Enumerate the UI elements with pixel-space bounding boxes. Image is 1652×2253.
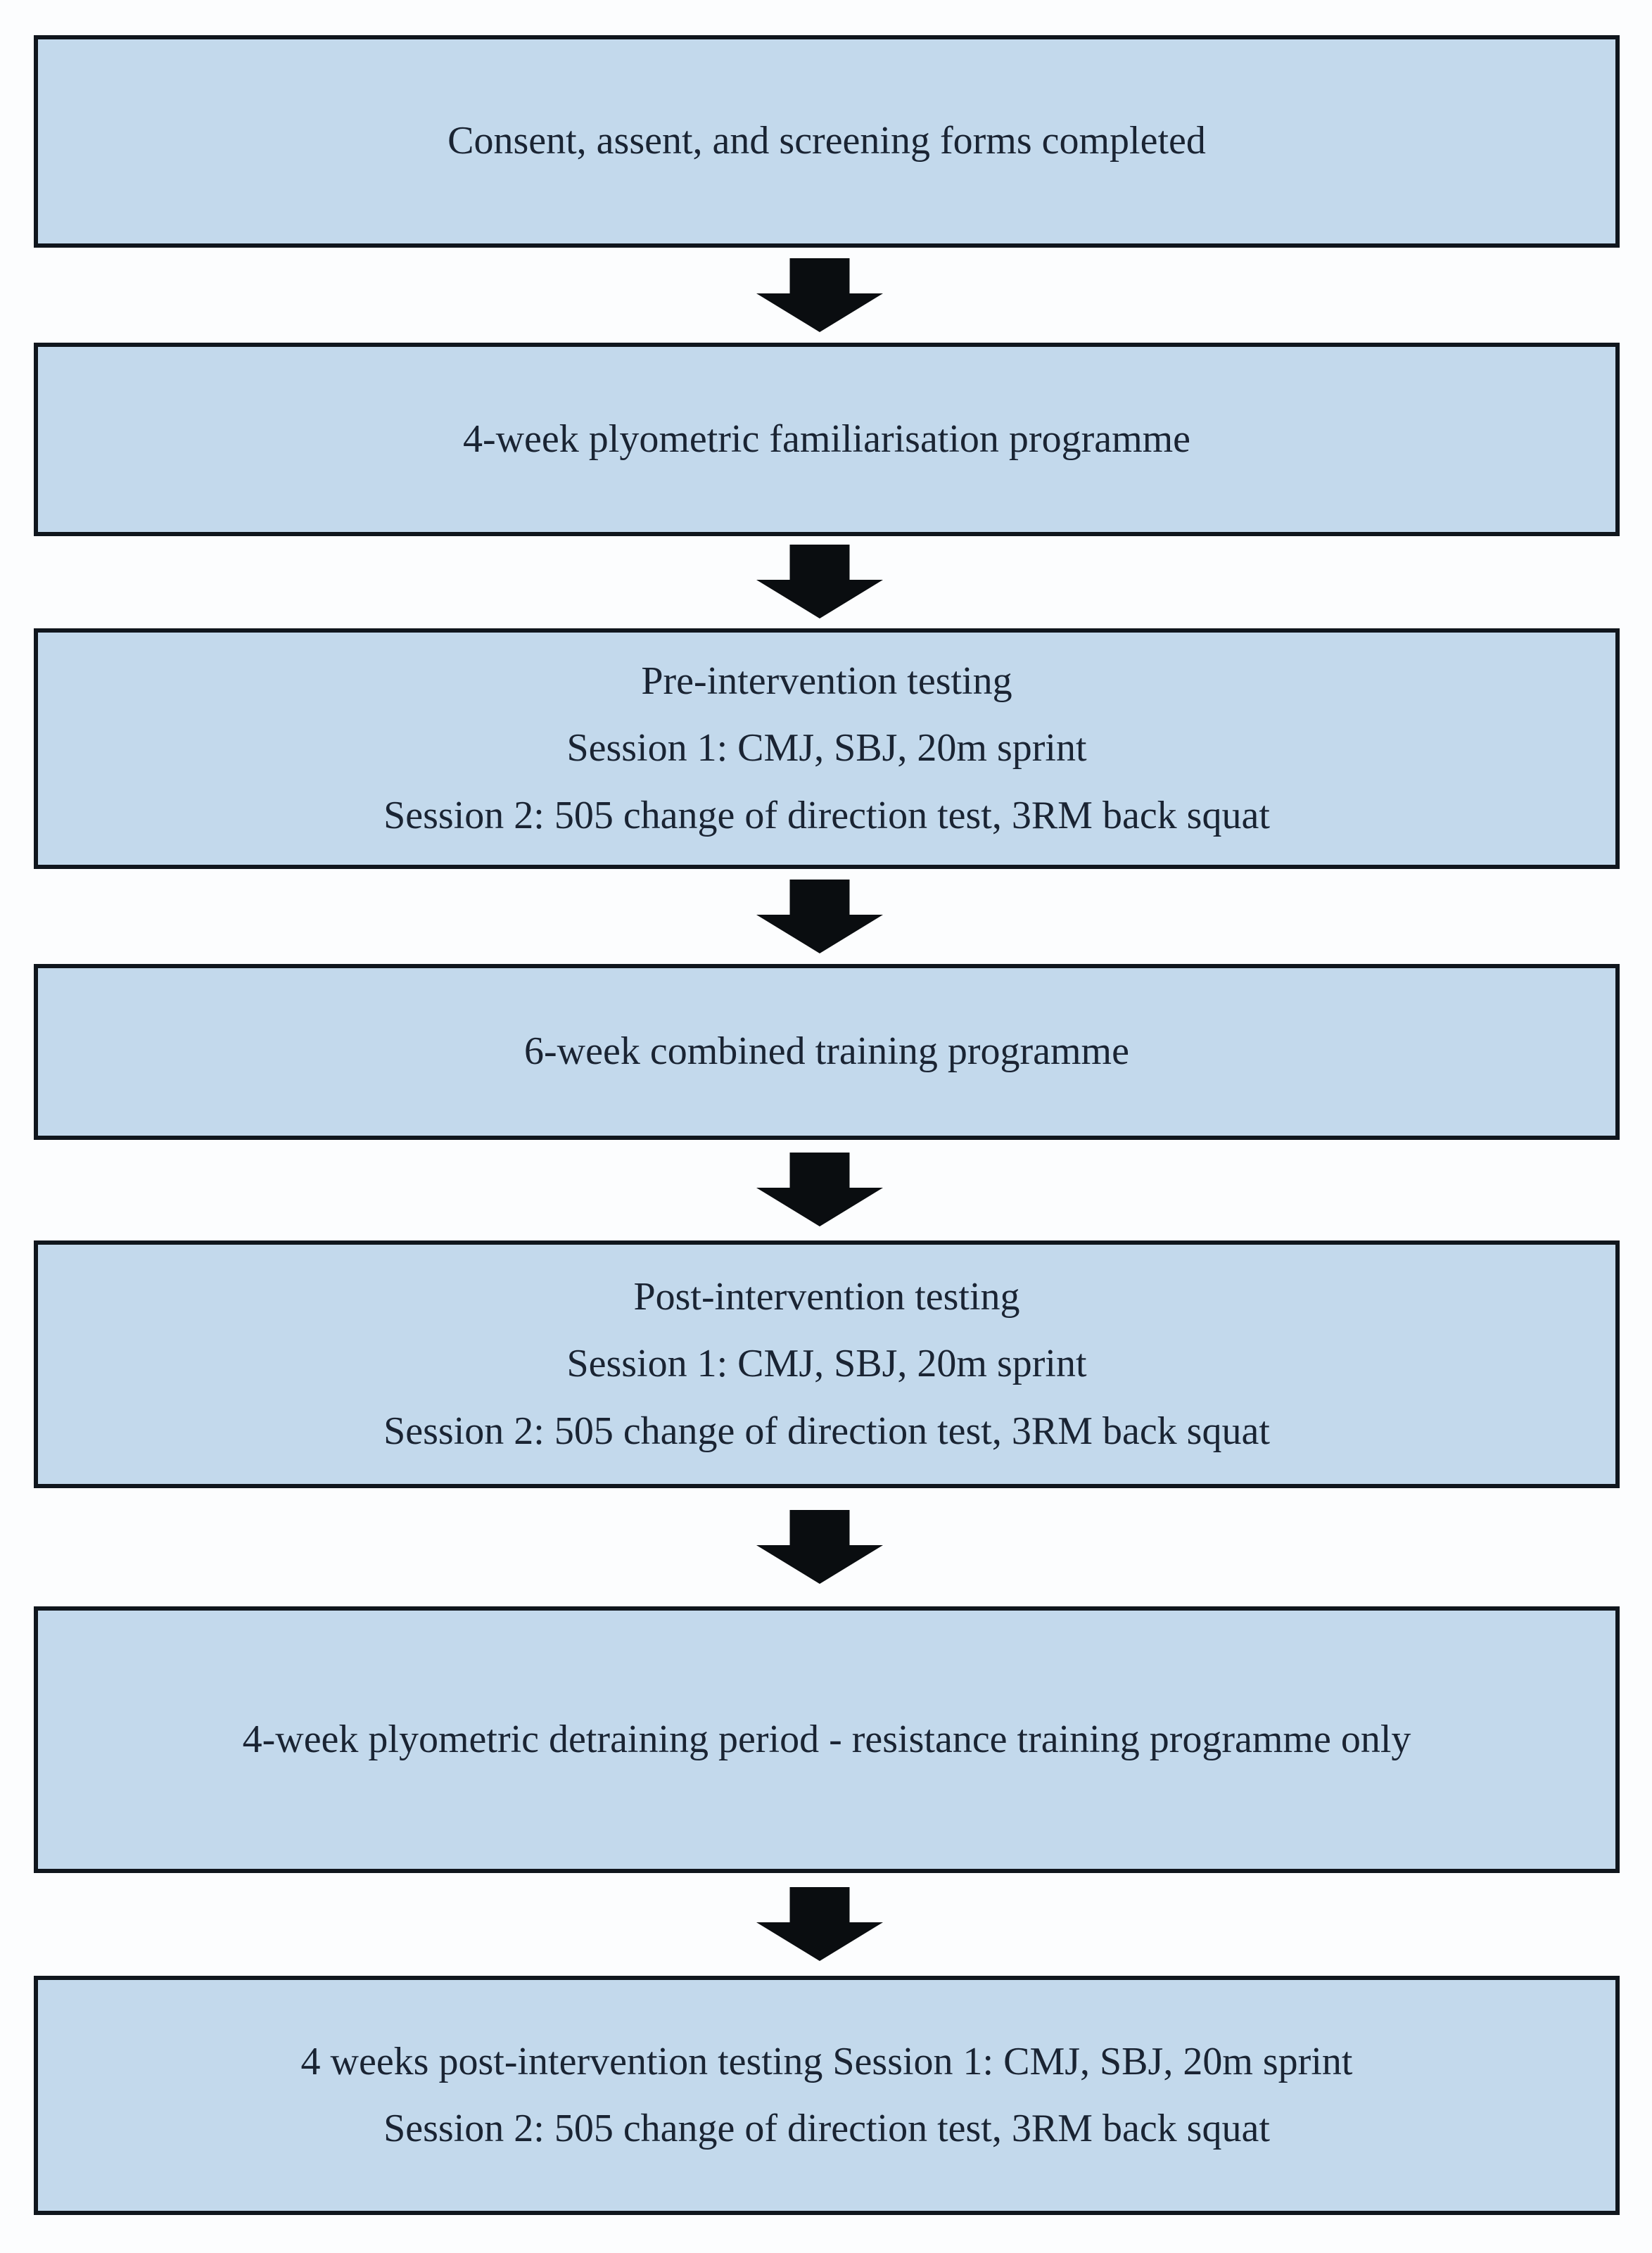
down-arrow-icon	[756, 1887, 883, 1961]
flow-step-label: Consent, assent, and screening forms com…	[447, 119, 1206, 163]
flow-step-label: Pre-intervention testing	[641, 659, 1012, 704]
flow-step-detraining: 4-week plyometric detraining period - re…	[34, 1606, 1620, 1873]
flow-step-four-weeks-post-intervention-testing: 4 weeks post-intervention testing Sessio…	[34, 1976, 1620, 2215]
flow-step-label: 6-week combined training programme	[524, 1029, 1129, 1074]
flow-step-consent: Consent, assent, and screening forms com…	[34, 35, 1620, 248]
flow-step-familiarisation: 4-week plyometric familiarisation progra…	[34, 343, 1620, 536]
flow-step-label: 4-week plyometric detraining period - re…	[242, 1717, 1411, 1761]
flow-step-label: Session 1: CMJ, SBJ, 20m sprint	[566, 1342, 1087, 1386]
down-arrow-icon	[756, 1153, 883, 1226]
flow-step-label: Session 2: 505 change of direction test,…	[383, 793, 1270, 837]
flow-step-label: Session 1: CMJ, SBJ, 20m sprint	[566, 726, 1087, 770]
down-arrow-icon	[756, 545, 883, 618]
down-arrow-icon	[756, 258, 883, 332]
flow-step-label: 4-week plyometric familiarisation progra…	[462, 417, 1191, 461]
flow-step-label: Session 2: 505 change of direction test,…	[383, 1409, 1270, 1453]
flow-step-label: 4 weeks post-intervention testing Sessio…	[300, 2039, 1353, 2083]
down-arrow-icon	[756, 880, 883, 953]
flow-step-label: Post-intervention testing	[633, 1275, 1020, 1319]
flow-step-combined-training: 6-week combined training programme	[34, 964, 1620, 1140]
flow-step-post-intervention-testing: Post-intervention testing Session 1: CMJ…	[34, 1240, 1620, 1488]
flow-step-pre-intervention-testing: Pre-intervention testing Session 1: CMJ,…	[34, 628, 1620, 869]
down-arrow-icon	[756, 1510, 883, 1584]
flow-step-label: Session 2: 505 change of direction test,…	[383, 2107, 1270, 2150]
